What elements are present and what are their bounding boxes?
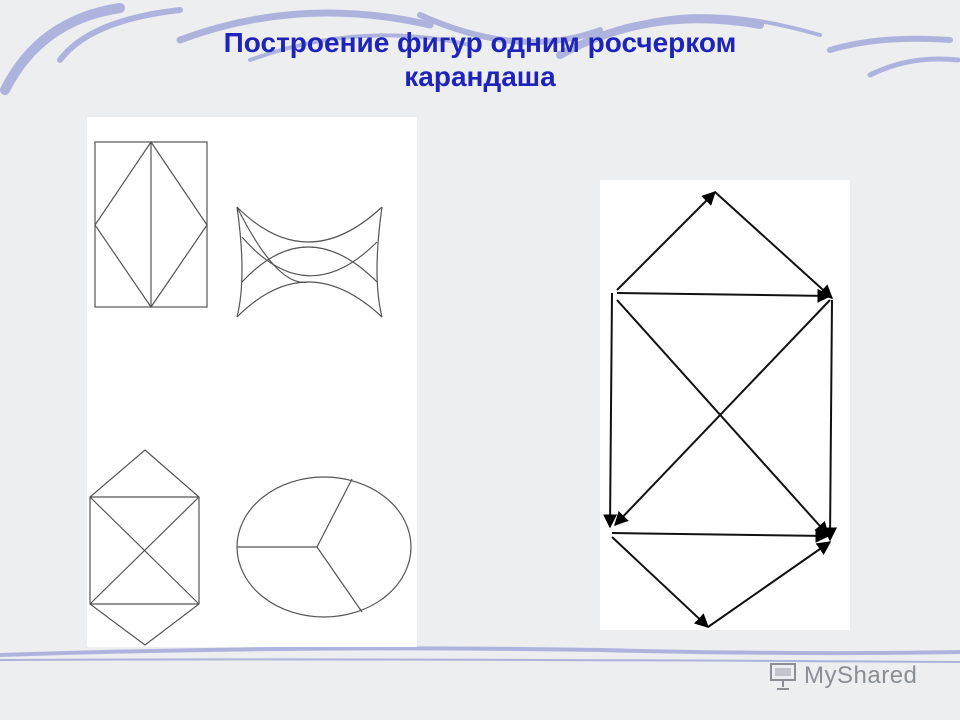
arrow-path-drawing — [603, 191, 838, 628]
logo-text: MyShared — [804, 662, 918, 689]
myshared-logo: MyShared — [768, 656, 917, 696]
slide-title-line1: Построение фигур одним росчерком — [223, 27, 737, 58]
slide-title: Построение фигур одним росчерком каранда… — [0, 26, 960, 94]
slide-title-line2: карандаша — [404, 61, 556, 92]
figure-ellipse-radii — [236, 476, 412, 618]
arrow-path-panel — [600, 180, 850, 630]
figure-rectangle-rhombus — [94, 140, 208, 309]
projector-screen-icon — [770, 663, 796, 690]
figures-drawing — [89, 140, 412, 646]
figure-hexagon-cross — [89, 449, 200, 646]
figures-panel — [87, 117, 417, 647]
figure-crescents — [236, 206, 383, 318]
